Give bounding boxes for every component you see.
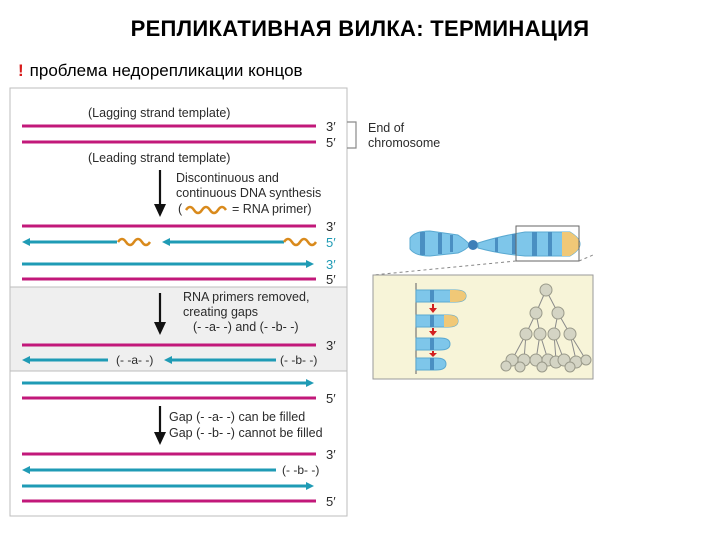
prime-label-3: 3′ xyxy=(326,119,336,134)
zoom-line xyxy=(372,260,517,276)
step3-line1: Gap (- -a- -) can be filled xyxy=(169,410,305,424)
gap-b-label: (- -b- -) xyxy=(280,353,317,367)
shortening-chromosomes xyxy=(415,283,467,374)
prime-label-5: 5′ xyxy=(326,272,336,287)
prime-label-5: 5′ xyxy=(326,391,336,406)
gap-b-label: (- -b- -) xyxy=(282,463,319,477)
down-arrow-icon xyxy=(154,170,166,217)
slide-title: РЕПЛИКАТИВНАЯ ВИЛКА: ТЕРМИНАЦИЯ xyxy=(130,16,590,41)
warning-mark: ! xyxy=(18,61,24,80)
lagging-template-label: (Lagging strand template) xyxy=(88,106,230,120)
rna-primer-legend-icon xyxy=(184,205,228,215)
step2-line1: RNA primers removed, xyxy=(183,290,309,304)
subtitle-text: проблема недорепликации концов xyxy=(29,61,303,80)
prime-label-3: 3′ xyxy=(326,338,336,353)
step1-line1: Discontinuous and xyxy=(176,171,279,185)
prime-label-5: 5′ xyxy=(326,494,336,509)
rna-primer xyxy=(116,237,152,247)
step2-line2: creating gaps xyxy=(183,305,258,319)
step1-line2: continuous DNA synthesis xyxy=(176,186,321,200)
slide-subtitle: ! проблема недорепликации концов xyxy=(18,61,303,81)
prime-label-3: 3′ xyxy=(326,219,336,234)
prime-label-5: 5′ xyxy=(326,235,336,250)
primer-legend-text: = RNA primer) xyxy=(232,202,312,216)
step2-line3: (- -a- -) and (- -b- -) xyxy=(193,320,299,334)
primer-legend-open: ( xyxy=(178,202,183,216)
zoom-line xyxy=(578,254,594,262)
step3-line2: Gap (- -b- -) cannot be filled xyxy=(169,426,323,440)
leading-template-label: (Leading strand template) xyxy=(88,151,230,165)
end-of-chromosome-label: End of xyxy=(368,121,405,135)
panel-3 xyxy=(9,370,348,517)
end-bracket xyxy=(347,121,357,149)
rna-primer xyxy=(282,237,318,247)
gap-a-label: (- -a- -) xyxy=(116,353,153,367)
prime-label-5: 5′ xyxy=(326,135,336,150)
cells xyxy=(500,283,592,373)
panel-1 xyxy=(9,87,348,288)
down-arrow-icon xyxy=(154,406,166,445)
end-of-chromosome-label-2: chromosome xyxy=(368,136,440,150)
chromosome-illustration xyxy=(409,225,581,262)
down-arrow-icon xyxy=(154,293,166,335)
prime-label-3: 3′ xyxy=(326,257,336,272)
prime-label-3: 3′ xyxy=(326,447,336,462)
